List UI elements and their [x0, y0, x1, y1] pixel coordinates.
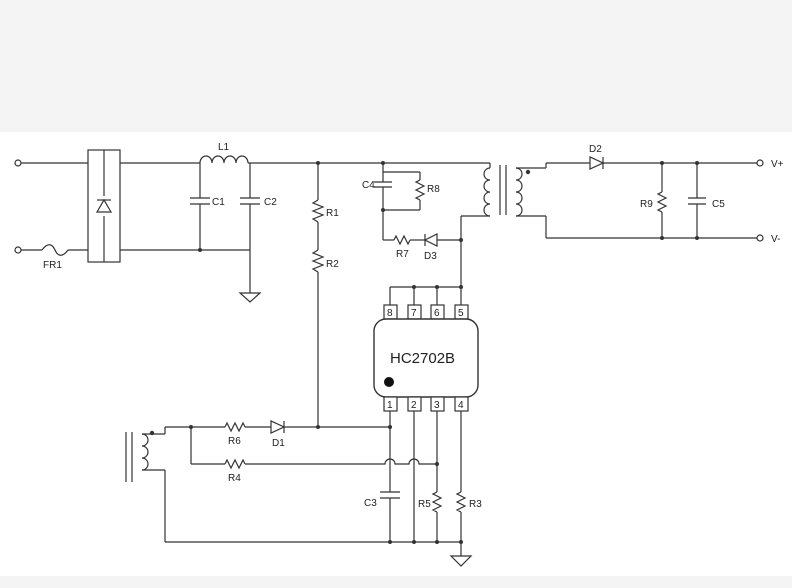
diode-d3: D3	[423, 233, 463, 262]
transformer	[460, 163, 547, 305]
capacitor-c5: C5	[688, 161, 725, 240]
resistor-r9: R9	[640, 161, 668, 240]
bottom-background-band	[0, 576, 792, 588]
resistor-r1: R1	[311, 161, 339, 223]
r3-label: R3	[469, 499, 482, 510]
capacitor-c3: C3	[364, 491, 400, 542]
c5-label: C5	[712, 199, 725, 210]
c3-label: C3	[364, 498, 377, 509]
chip-name: HC2702B	[390, 350, 455, 367]
pin-7-label: 7	[411, 308, 417, 319]
vplus-label: V+	[771, 159, 784, 170]
c1-label: C1	[212, 197, 225, 208]
resistor-r2: R2	[311, 222, 339, 427]
r8-label: R8	[427, 184, 440, 195]
vminus-label: V-	[771, 234, 780, 245]
inductor-l1: L1	[199, 142, 249, 164]
pin-2-label: 2	[411, 400, 417, 411]
d2-label: D2	[589, 144, 602, 155]
bridge-rectifier	[87, 149, 250, 263]
capacitor-c1: C1	[190, 163, 225, 252]
r6-label: R6	[228, 436, 241, 447]
pin-5-label: 5	[458, 308, 464, 319]
top-background-band	[0, 0, 792, 132]
output-terminals: V+ V-	[756, 159, 784, 245]
diode-d1: D1	[270, 420, 392, 449]
pin-3-label: 3	[434, 400, 440, 411]
l1-label: L1	[218, 142, 230, 153]
diode-d2: D2	[589, 144, 605, 170]
r4-label: R4	[228, 473, 241, 484]
r1-label: R1	[326, 208, 339, 219]
r2-label: R2	[326, 259, 339, 270]
r5-label: R5	[418, 499, 431, 510]
ground-symbol-ic	[449, 555, 473, 567]
resistor-r4: R4	[224, 458, 439, 484]
resistor-r8: R8	[381, 171, 440, 212]
capacitor-c4: C4	[362, 161, 392, 240]
fuse-fr1: FR1	[41, 244, 69, 271]
input-terminals	[14, 159, 88, 254]
pin-8-label: 8	[387, 308, 393, 319]
pin-4-label: 4	[458, 400, 464, 411]
resistor-r5: R5	[418, 491, 443, 542]
ground-symbol-input	[238, 292, 262, 303]
c2-label: C2	[264, 197, 277, 208]
resistor-r7: R7	[383, 234, 425, 260]
pin-1-label: 1	[387, 400, 393, 411]
resistor-r6: R6	[224, 421, 271, 447]
auxiliary-winding	[125, 427, 166, 542]
resistor-r3: R3	[455, 491, 482, 556]
d1-label: D1	[272, 438, 285, 449]
controller-ic: 8 7 6 5 HC2702B 1 2 3 4	[373, 285, 479, 412]
d3-label: D3	[424, 251, 437, 262]
fr1-label: FR1	[43, 260, 62, 271]
capacitor-c2: C2	[240, 163, 277, 293]
r9-label: R9	[640, 199, 653, 210]
pin-6-label: 6	[434, 308, 440, 319]
c4-label: C4	[362, 180, 375, 191]
r7-label: R7	[396, 249, 409, 260]
